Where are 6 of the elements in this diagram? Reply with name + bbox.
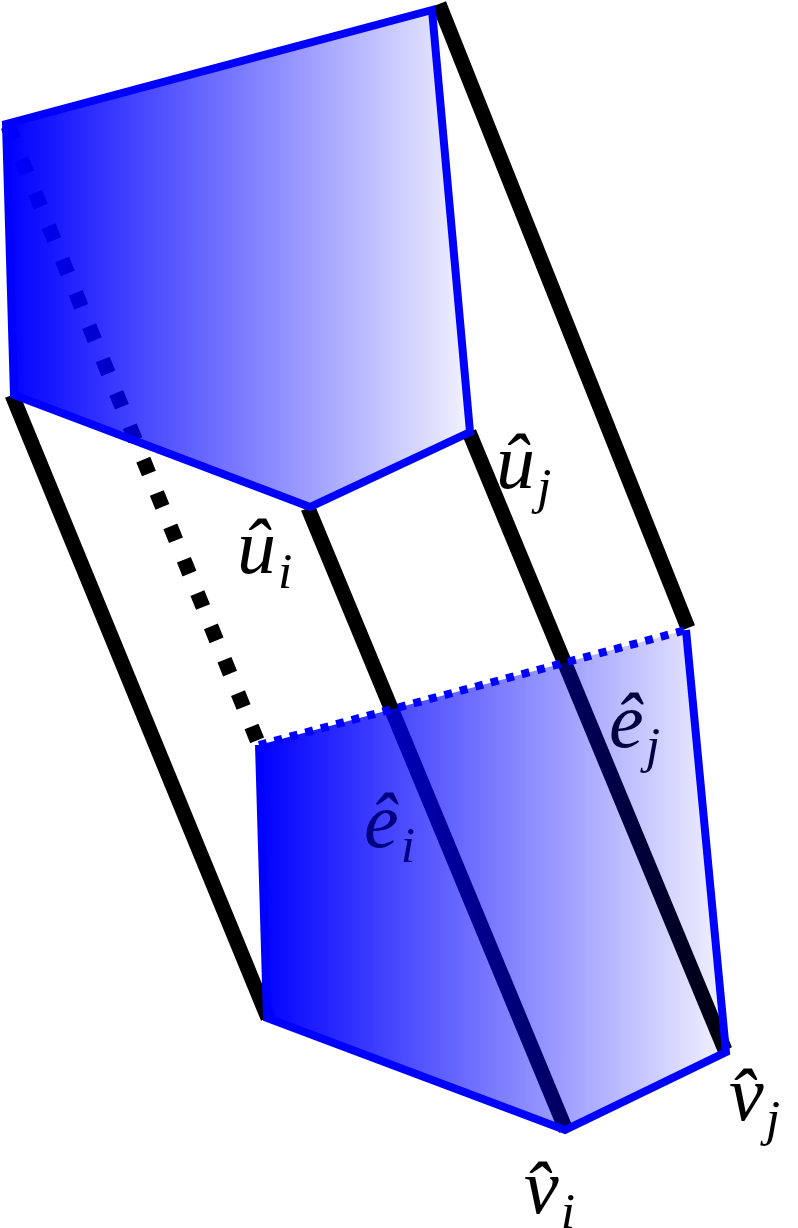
vertex-label: v̂$_{i}$ [524,1147,575,1228]
vertex-label: û$_{j}$ [496,422,552,517]
symbol-label: ê$_{i}$ [364,781,415,876]
symbol-label: ê$_{j}$ [609,681,660,776]
vertex-label: û$_{i}$ [237,507,293,602]
vertex-label: v̂$_{j}$ [729,1054,780,1149]
